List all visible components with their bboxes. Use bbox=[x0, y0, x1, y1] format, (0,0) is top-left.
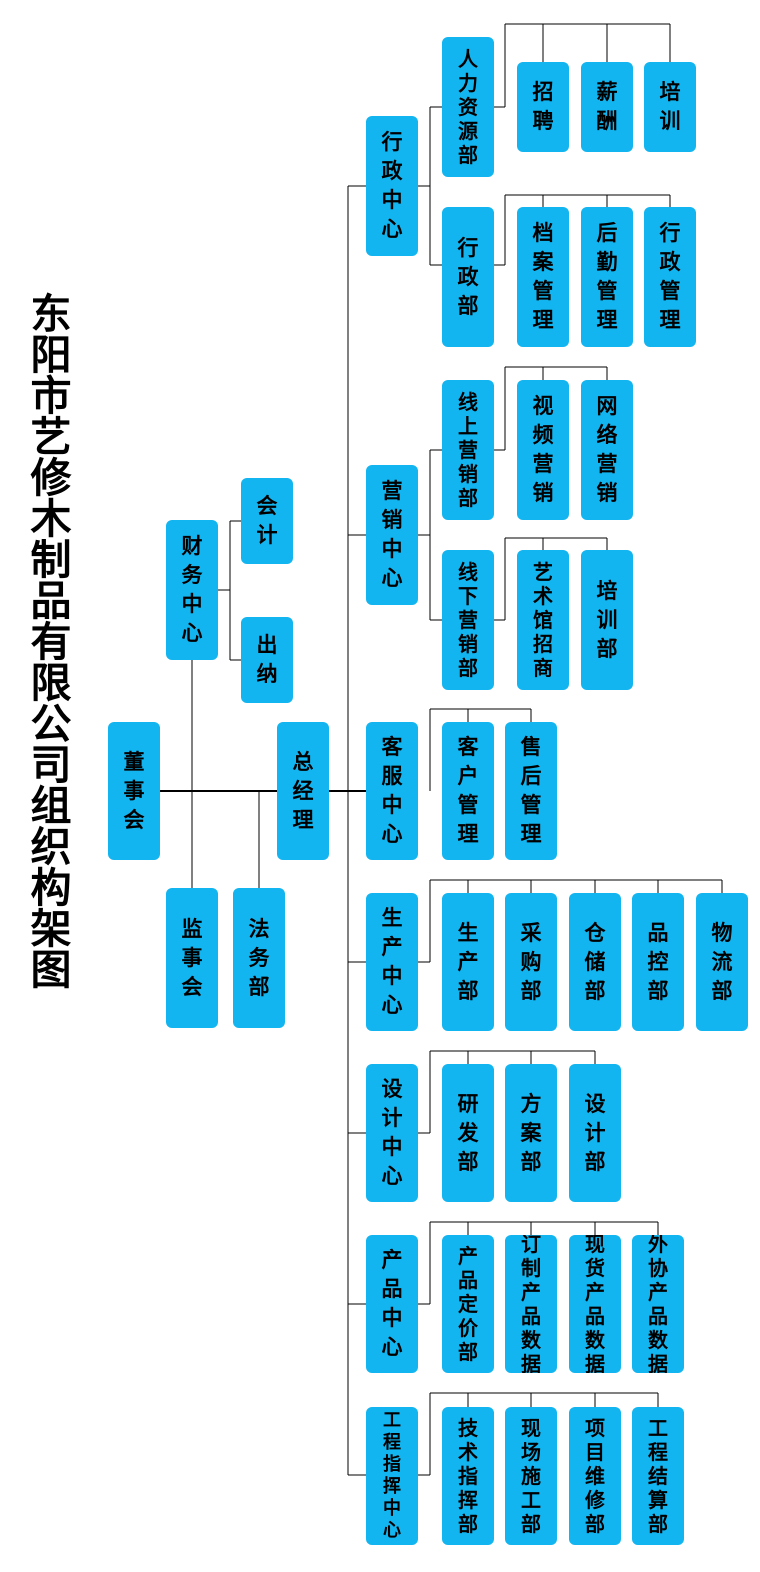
general-manager-label: 总经理 bbox=[292, 749, 314, 832]
dept-box: 现货产品数据 bbox=[569, 1235, 621, 1373]
dept-label: 订制产品数据 bbox=[521, 1235, 541, 1373]
dept-label: 仓储部 bbox=[584, 920, 606, 1003]
dept-label: 工程结算部 bbox=[648, 1416, 668, 1536]
center-product-box: 产品中心 bbox=[366, 1235, 418, 1373]
legal-dept-label: 法务部 bbox=[248, 916, 270, 999]
dept-label: 品控部 bbox=[647, 920, 669, 1003]
dept-box: 产品定价部 bbox=[442, 1235, 494, 1373]
chart-title: 东阳市艺修木制品有限公司组织构架图 bbox=[23, 292, 71, 989]
dept-label: 采购部 bbox=[520, 920, 542, 1003]
dept-box: 线上营销部 bbox=[442, 380, 494, 520]
dept-label: 研发部 bbox=[457, 1091, 479, 1174]
sub-dept-box: 视频营销 bbox=[517, 380, 569, 520]
legal-dept-box: 法务部 bbox=[233, 888, 285, 1028]
sub-dept-box: 档案管理 bbox=[517, 207, 569, 347]
center-label: 生产中心 bbox=[381, 906, 403, 1017]
dept-box: 工程结算部 bbox=[632, 1407, 684, 1545]
center-label: 营销中心 bbox=[381, 479, 403, 590]
center-engineering-box: 工程指挥中心 bbox=[366, 1407, 418, 1545]
sub-dept-label: 行政管理 bbox=[659, 221, 681, 332]
dept-label: 生产部 bbox=[457, 920, 479, 1003]
dept-box: 客户管理 bbox=[442, 722, 494, 860]
sub-dept-label: 后勤管理 bbox=[596, 221, 618, 332]
center-design-box: 设计中心 bbox=[366, 1064, 418, 1202]
sub-dept-box: 培训部 bbox=[581, 550, 633, 690]
sub-dept-box: 招聘 bbox=[517, 62, 569, 152]
center-label: 行政中心 bbox=[381, 130, 403, 241]
dept-label: 人力资源部 bbox=[458, 47, 478, 167]
dept-box: 技术指挥部 bbox=[442, 1407, 494, 1545]
dept-label: 现货产品数据 bbox=[585, 1235, 605, 1373]
dept-box: 人力资源部 bbox=[442, 37, 494, 177]
dept-box: 线下营销部 bbox=[442, 550, 494, 690]
dept-label: 现场施工部 bbox=[521, 1416, 541, 1536]
sub-dept-box: 行政管理 bbox=[644, 207, 696, 347]
sub-dept-label: 档案管理 bbox=[532, 221, 554, 332]
sub-dept-label: 招聘 bbox=[532, 80, 554, 133]
sub-dept-label: 培训部 bbox=[596, 578, 618, 661]
dept-box: 现场施工部 bbox=[505, 1407, 557, 1545]
finance-center-label: 财务中心 bbox=[181, 534, 203, 645]
supervisory-board-box: 监事会 bbox=[166, 888, 218, 1028]
sub-dept-label: 培训 bbox=[659, 80, 681, 133]
supervisory-board-label: 监事会 bbox=[181, 916, 203, 999]
dept-box: 物流部 bbox=[696, 893, 748, 1031]
accounting-box: 会计 bbox=[241, 478, 293, 564]
dept-label: 外协产品数据 bbox=[648, 1235, 668, 1373]
dept-label: 线上营销部 bbox=[458, 390, 478, 510]
dept-box: 方案部 bbox=[505, 1064, 557, 1202]
board-label: 董事会 bbox=[123, 749, 145, 832]
dept-label: 客户管理 bbox=[457, 735, 479, 846]
dept-box: 售后管理 bbox=[505, 722, 557, 860]
dept-label: 设计部 bbox=[584, 1091, 606, 1174]
dept-box: 外协产品数据 bbox=[632, 1235, 684, 1373]
dept-box: 仓储部 bbox=[569, 893, 621, 1031]
dept-box: 项目维修部 bbox=[569, 1407, 621, 1545]
dept-box: 研发部 bbox=[442, 1064, 494, 1202]
dept-label: 售后管理 bbox=[520, 735, 542, 846]
cashier-box: 出纳 bbox=[241, 617, 293, 703]
dept-label: 物流部 bbox=[711, 920, 733, 1003]
sub-dept-box: 网络营销 bbox=[581, 380, 633, 520]
center-admin-box: 行政中心 bbox=[366, 116, 418, 256]
dept-label: 技术指挥部 bbox=[458, 1416, 478, 1536]
sub-dept-box: 后勤管理 bbox=[581, 207, 633, 347]
finance-center-box: 财务中心 bbox=[166, 520, 218, 660]
sub-dept-box: 薪酬 bbox=[581, 62, 633, 152]
center-label: 设计中心 bbox=[381, 1077, 403, 1188]
center-label: 产品中心 bbox=[381, 1248, 403, 1359]
board-box: 董事会 bbox=[108, 722, 160, 860]
sub-dept-label: 网络营销 bbox=[596, 394, 618, 505]
center-service-box: 客服中心 bbox=[366, 722, 418, 860]
center-label: 工程指挥中心 bbox=[383, 1410, 401, 1541]
center-production-box: 生产中心 bbox=[366, 893, 418, 1031]
dept-label: 线下营销部 bbox=[458, 560, 478, 680]
sub-dept-label: 视频营销 bbox=[532, 394, 554, 505]
dept-label: 项目维修部 bbox=[585, 1416, 605, 1536]
dept-box: 采购部 bbox=[505, 893, 557, 1031]
general-manager-box: 总经理 bbox=[277, 722, 329, 860]
accounting-label: 会计 bbox=[256, 494, 278, 547]
dept-box: 行政部 bbox=[442, 207, 494, 347]
dept-box: 设计部 bbox=[569, 1064, 621, 1202]
sub-dept-box: 培训 bbox=[644, 62, 696, 152]
center-marketing-box: 营销中心 bbox=[366, 465, 418, 605]
dept-box: 品控部 bbox=[632, 893, 684, 1031]
dept-label: 方案部 bbox=[520, 1091, 542, 1174]
sub-dept-label: 薪酬 bbox=[596, 80, 618, 133]
dept-label: 产品定价部 bbox=[458, 1244, 478, 1364]
dept-box: 订制产品数据 bbox=[505, 1235, 557, 1373]
sub-dept-box: 艺术馆招商 bbox=[517, 550, 569, 690]
cashier-label: 出纳 bbox=[256, 633, 278, 686]
sub-dept-label: 艺术馆招商 bbox=[533, 560, 553, 680]
dept-box: 生产部 bbox=[442, 893, 494, 1031]
center-label: 客服中心 bbox=[381, 735, 403, 846]
dept-label: 行政部 bbox=[457, 235, 479, 318]
